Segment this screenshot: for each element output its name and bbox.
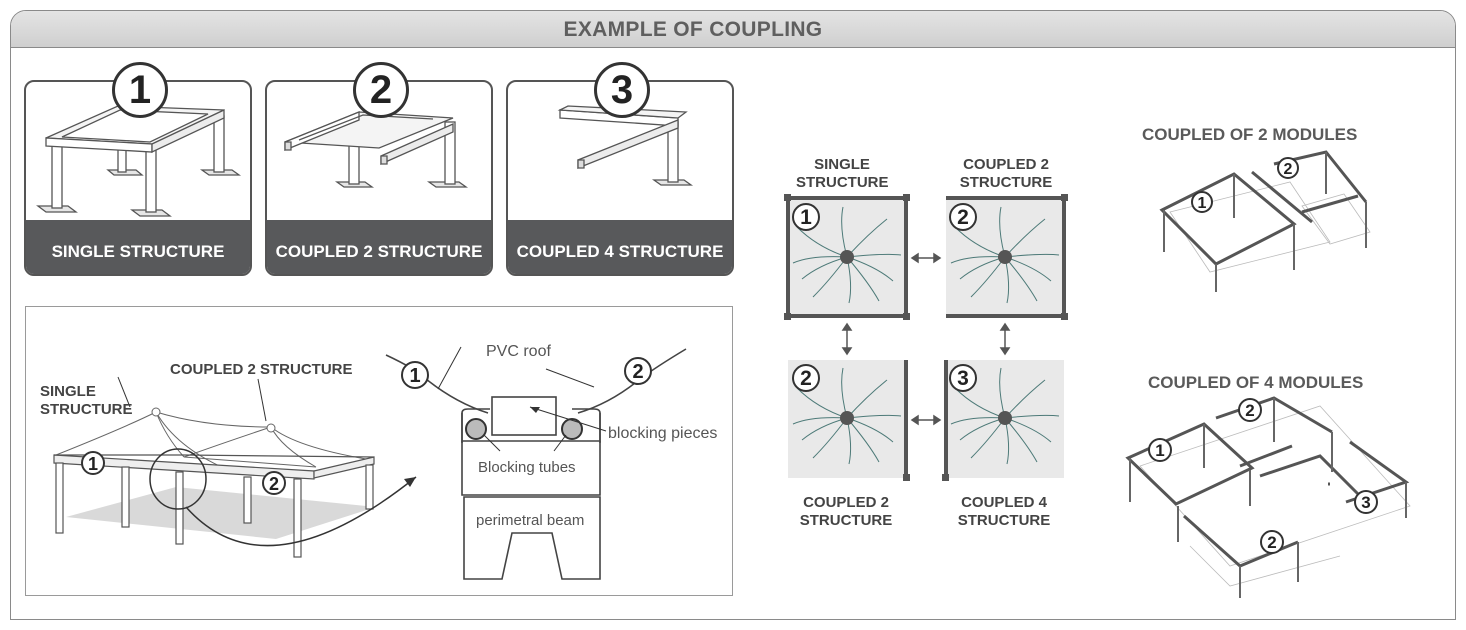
grid-marker-2: 2	[800, 367, 812, 390]
coupling-detail: 1 2 1 2 SINGLE STRUCTURE COUPLED 2 S	[25, 306, 733, 596]
grid-marker-1: 1	[800, 206, 812, 229]
coupled-4-modules-title: COUPLED OF 4 MODULES	[1148, 373, 1364, 392]
detail-illustration: 1 2 1 2	[53, 346, 687, 580]
coupled-2-modules-title: COUPLED OF 2 MODULES	[1142, 125, 1358, 144]
single-structure-label: SINGLE STRUCTURE	[40, 383, 133, 418]
coupling-grid: 1 2 2 3	[784, 194, 1068, 481]
page-title: EXAMPLE OF COUPLING	[563, 18, 823, 41]
module-marker-3: 3	[1361, 493, 1370, 512]
marker-2: 2	[269, 474, 279, 494]
module-marker-2: 2	[1284, 161, 1293, 178]
card-coupled-2-structure: COUPLED 2 STRUCTURE	[265, 80, 493, 276]
grid-label-coupled-2: COUPLED 2 STRUCTURE	[799, 494, 893, 529]
number-badge: 3	[594, 62, 650, 118]
card-label: COUPLED 2 STRUCTURE	[267, 220, 491, 274]
number-badge: 2	[353, 62, 409, 118]
grid-label-coupled-4: COUPLED 4 STRUCTURE	[957, 494, 1051, 529]
card-coupled-4-structure: COUPLED 4 STRUCTURE	[506, 80, 734, 276]
marker-2: 2	[632, 361, 643, 383]
module-marker-1: 1	[1155, 441, 1164, 460]
card-label: COUPLED 4 STRUCTURE	[508, 220, 732, 274]
blocking-tubes-label: Blocking tubes	[478, 459, 576, 476]
grid-marker-3: 3	[957, 367, 969, 390]
coupling-panel: EXAMPLE OF COUPLING	[10, 10, 1456, 620]
header-bar: EXAMPLE OF COUPLING	[11, 11, 1455, 48]
grid-label-single: SINGLE STRUCTURE	[796, 156, 889, 191]
grid-marker-2: 2	[957, 206, 969, 229]
card-single-structure: SINGLE STRUCTURE	[24, 80, 252, 276]
module-marker-2: 2	[1245, 401, 1254, 420]
pvc-roof-label: PVC roof	[486, 343, 551, 360]
module-marker-2: 2	[1267, 533, 1276, 552]
coupled-2-modules-illustration: 1 2	[1159, 150, 1371, 292]
blocking-pieces-label: blocking pieces	[608, 425, 718, 442]
coupled-4-modules-illustration: 1 2 2 3	[1125, 396, 1411, 598]
marker-1: 1	[88, 454, 98, 474]
number-badge: 1	[112, 62, 168, 118]
card-label: SINGLE STRUCTURE	[26, 220, 250, 274]
module-marker-1: 1	[1198, 195, 1207, 212]
coupled-2-structure-label: COUPLED 2 STRUCTURE	[170, 361, 353, 378]
marker-1: 1	[409, 365, 420, 387]
single-structure-illustration	[36, 105, 242, 217]
perimetral-beam-label: perimetral beam	[476, 512, 585, 529]
coupled-2-illustration	[284, 111, 469, 188]
grid-label-coupled-2: COUPLED 2 STRUCTURE	[959, 156, 1053, 191]
